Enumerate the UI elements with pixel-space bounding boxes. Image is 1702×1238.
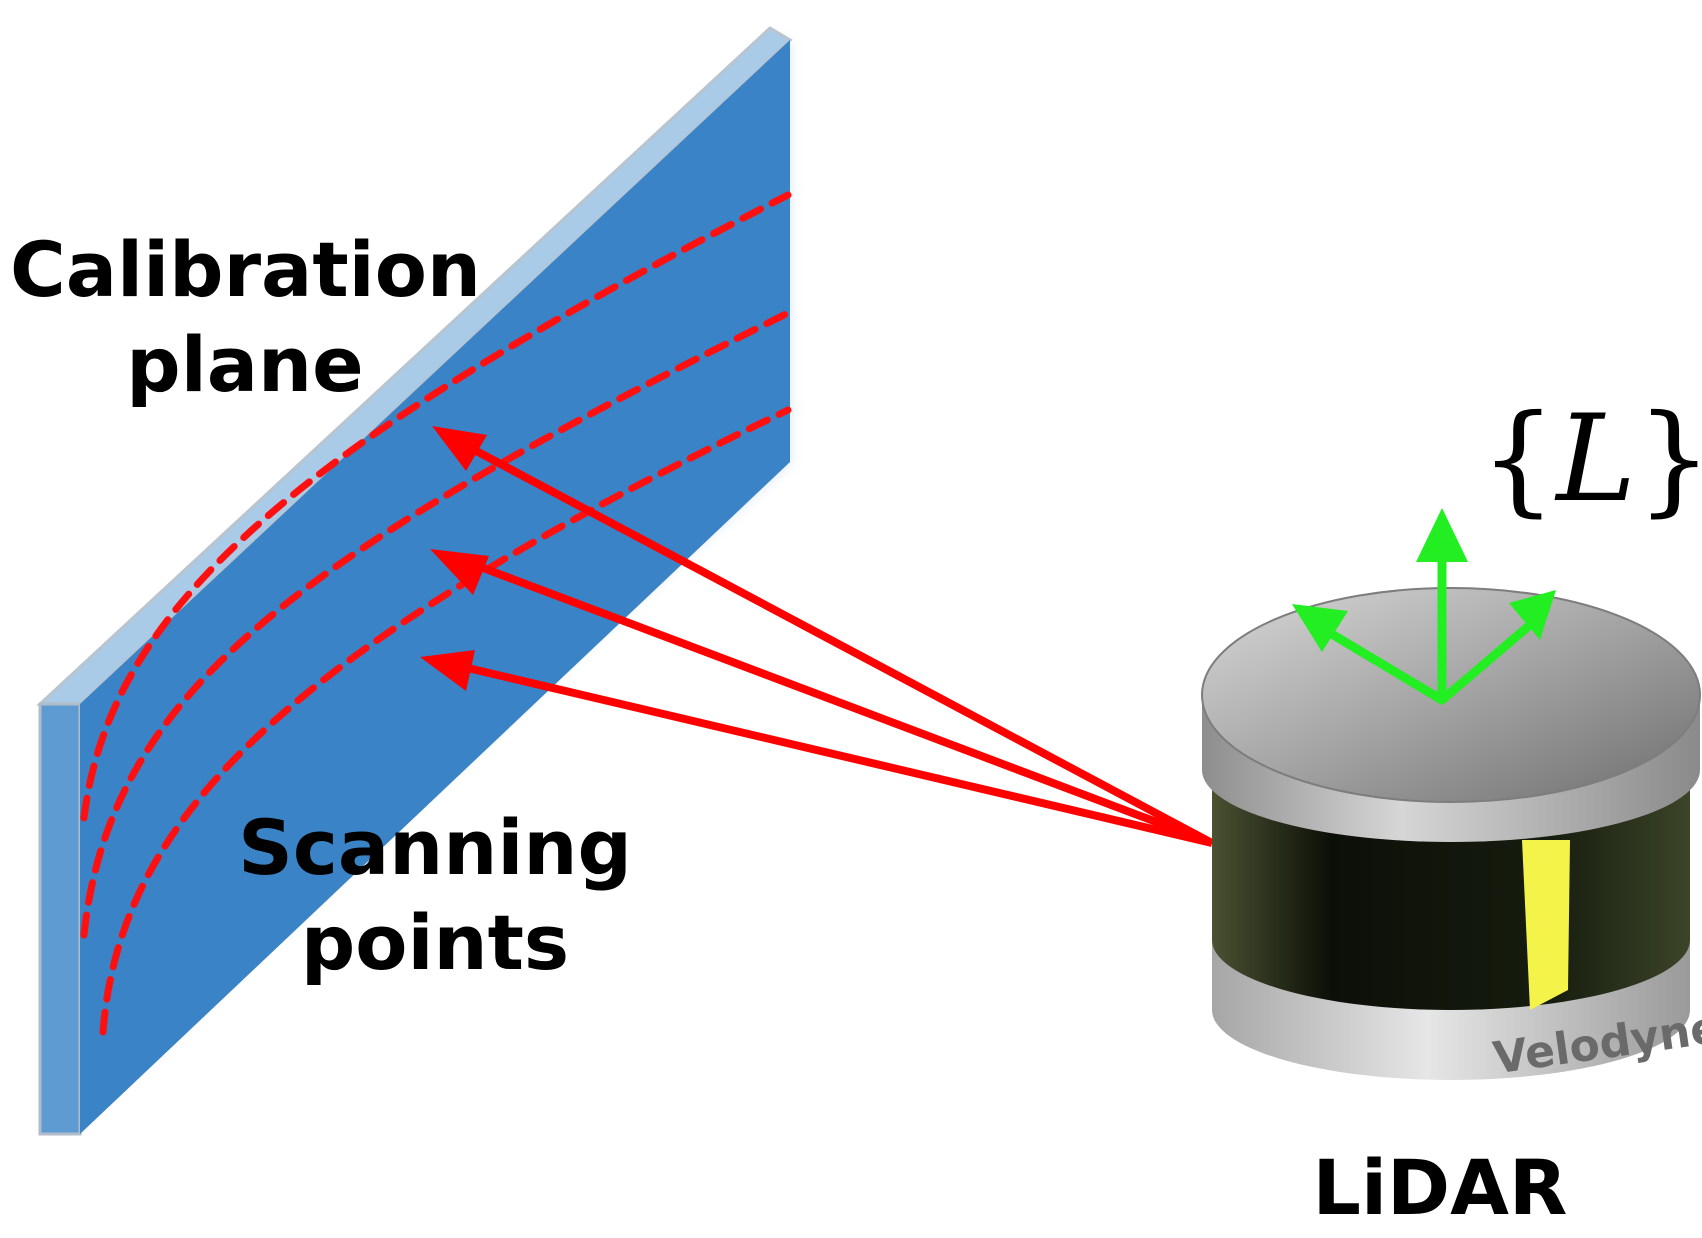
frame-symbol: L: [1556, 390, 1637, 529]
axis-x-arrowhead: [1292, 604, 1348, 652]
ray-2-arrowhead: [430, 549, 489, 595]
calibration-plane-label-line1: Calibration: [10, 225, 482, 314]
ray-2: [468, 559, 1214, 847]
scan-lines: [80, 191, 792, 1036]
scanning-points-label-line1: Scanning: [238, 803, 632, 892]
laser-rays: [420, 426, 1214, 847]
ray-1-arrowhead: [432, 426, 487, 471]
lidar-stripe: [1522, 840, 1570, 1010]
calibration-plane: [36, 26, 793, 1136]
plane-face: [80, 40, 790, 1134]
lidar-label: LiDAR: [1312, 1143, 1568, 1232]
calibration-plane-label: Calibration plane: [10, 222, 482, 412]
plane-side-edge: [38, 702, 82, 1136]
axis-y: [1437, 620, 1535, 705]
calibration-plane-label-line2: plane: [126, 320, 364, 409]
axis-z-arrowhead: [1416, 508, 1468, 562]
ray-3: [454, 661, 1213, 847]
frame-brace-close: }: [1636, 390, 1702, 529]
frame-brace-open: {: [1480, 390, 1557, 529]
scan-line-2: [80, 309, 792, 939]
velodyne-lidar-icon: Velodyne: [1201, 587, 1702, 1084]
coordinate-axes-icon: [1292, 508, 1556, 705]
ray-3-arrowhead: [420, 650, 475, 691]
lidar-frame-label: {L}: [1480, 400, 1702, 520]
ray-1: [463, 441, 1214, 847]
scanning-points-label: Scanning points: [220, 800, 650, 990]
axis-y-arrowhead: [1509, 590, 1556, 640]
scan-line-3: [99, 406, 792, 1036]
scanning-points-label-line2: points: [300, 898, 570, 987]
axis-x: [1315, 622, 1447, 705]
